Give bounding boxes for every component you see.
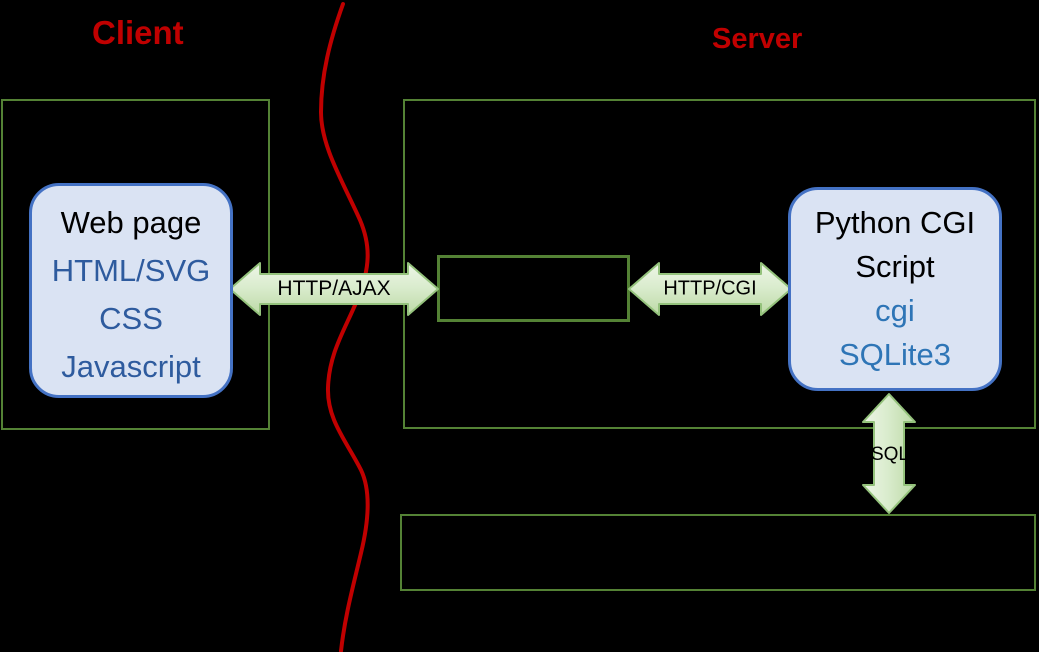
http-cgi-arrow-label: HTTP/CGI bbox=[663, 277, 757, 300]
python-node-title-line1: Python CGI bbox=[814, 205, 976, 240]
client-section-label: Client bbox=[92, 14, 184, 51]
client-server-boundary-line bbox=[318, 2, 370, 652]
python-node-tech-cgi: cgi bbox=[875, 293, 915, 328]
sql-arrow-label: SQL bbox=[870, 444, 910, 465]
web-page-title: Web page bbox=[60, 205, 202, 240]
web-page-tech-javascript: Javascript bbox=[61, 349, 201, 384]
python-node-title-line2: Script bbox=[855, 249, 935, 284]
web-page-tech-css: CSS bbox=[99, 301, 163, 336]
web-server-box bbox=[437, 255, 630, 322]
database-box bbox=[400, 514, 1036, 591]
web-page-tech-html-svg: HTML/SVG bbox=[51, 253, 211, 288]
http-ajax-arrow-label: HTTP/AJAX bbox=[277, 277, 391, 300]
server-section-label: Server bbox=[712, 23, 803, 55]
web-page-node: Web page HTML/SVG CSS Javascript bbox=[29, 183, 233, 398]
python-node-tech-sqlite3: SQLite3 bbox=[838, 337, 951, 372]
python-cgi-node: Python CGI Script cgi SQLite3 bbox=[788, 187, 1002, 391]
